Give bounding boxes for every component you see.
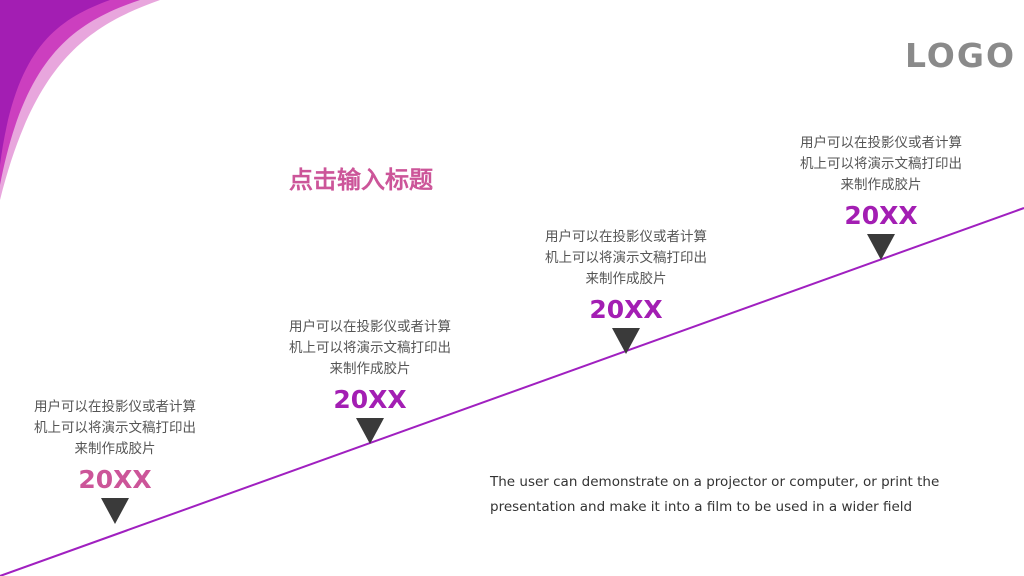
milestone-year: 20XX — [844, 201, 918, 230]
milestone-year: 20XX — [333, 385, 407, 414]
triangle-marker-icon — [867, 234, 895, 260]
slide-title[interactable]: 点击输入标题 — [289, 166, 433, 194]
milestone-description: 用户可以在投影仪或者计算 机上可以将演示文稿打印出 来制作成胶片 — [34, 399, 196, 457]
milestone-2: 用户可以在投影仪或者计算 机上可以将演示文稿打印出 来制作成胶片 20XX — [277, 317, 463, 444]
milestone-year: 20XX — [78, 465, 152, 494]
milestone-year: 20XX — [589, 295, 663, 324]
logo: LOGO — [904, 36, 1016, 75]
milestone-description: 用户可以在投影仪或者计算 机上可以将演示文稿打印出 来制作成胶片 — [289, 319, 451, 377]
english-description[interactable]: The user can demonstrate on a projector … — [490, 470, 939, 520]
note-line-1: The user can demonstrate on a projector … — [490, 474, 940, 490]
triangle-marker-icon — [612, 328, 640, 354]
triangle-marker-icon — [101, 498, 129, 524]
milestone-description: 用户可以在投影仪或者计算 机上可以将演示文稿打印出 来制作成胶片 — [800, 135, 962, 193]
milestone-1: 用户可以在投影仪或者计算 机上可以将演示文稿打印出 来制作成胶片 20XX — [22, 397, 208, 524]
triangle-marker-icon — [356, 418, 384, 444]
milestone-3: 用户可以在投影仪或者计算 机上可以将演示文稿打印出 来制作成胶片 20XX — [533, 227, 719, 354]
corner-swoosh-decoration — [0, 0, 160, 200]
milestone-4: 用户可以在投影仪或者计算 机上可以将演示文稿打印出 来制作成胶片 20XX — [788, 133, 974, 260]
note-line-2: presentation and make it into a film to … — [490, 499, 913, 515]
milestone-description: 用户可以在投影仪或者计算 机上可以将演示文稿打印出 来制作成胶片 — [545, 229, 707, 287]
